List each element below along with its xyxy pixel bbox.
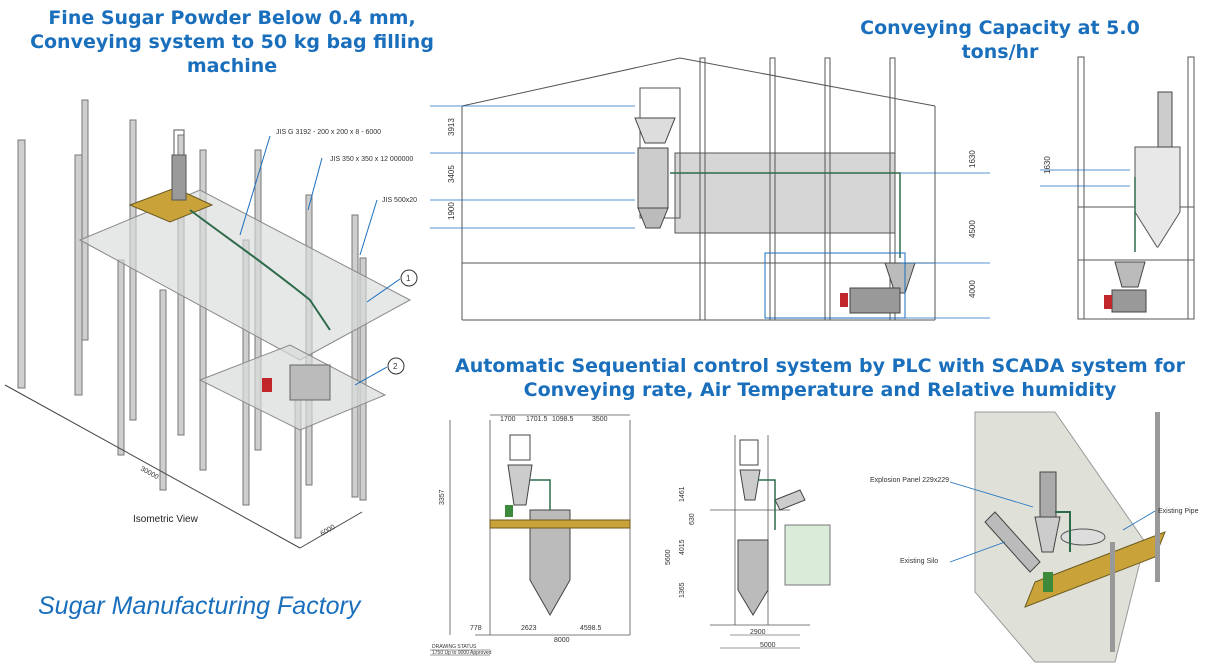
dim-630: 630 [689,513,696,525]
label-existing-pipe: Existing Pipe [1158,508,1199,515]
title-block-status: DRAWING STATUS [432,644,477,650]
dim-1701: 1701.5 [526,416,548,423]
dim-length: 30000 [139,466,160,482]
title-block-approved: Approved [470,650,492,656]
footer-caption: Sugar Manufacturing Factory [38,592,361,620]
dim-1630-side: 1630 [1043,156,1052,174]
isometric-view-caption: Isometric View [133,514,198,525]
dim-1900: 1900 [447,202,456,220]
dim-1098: 1098.5 [552,416,574,423]
callout-jis-500: JIS 500x20 [382,197,417,204]
dim-4000: 4000 [968,280,977,298]
title-middle: Automatic Sequential control system by P… [455,355,1185,401]
detail-front-drawing [430,414,631,656]
dim-1700: 1700 [500,416,516,423]
marker-1: 1 [406,274,411,283]
isometric-labels: JIS G 3192 - 200 x 200 x 8 - 6000 JIS 35… [139,129,417,538]
detail-3d-drawing [949,411,1166,663]
dim-1365: 1365 [679,582,686,598]
detail-3d-labels: Explosion Panel 229x229 Existing Pipe Ex… [870,477,1199,565]
dim-width: 6000 [320,524,337,538]
dim-2900: 2900 [750,629,766,636]
dim-778: 778 [470,625,482,632]
isometric-view-drawing [4,99,418,549]
detail-front-dims: 1700 1701.5 1098.5 3500 3357 778 2623 45… [432,416,608,656]
marker-2: 2 [393,362,398,371]
dim-5600: 5600 [665,549,672,565]
dim-3500: 3500 [592,416,608,423]
dim-2623: 2623 [521,625,537,632]
label-existing-silo: Existing Silo [900,558,938,565]
dim-3913: 3913 [447,118,456,136]
label-explosion-panel: Explosion Panel 229x229 [870,477,949,484]
callout-jis-3192: JIS G 3192 - 200 x 200 x 8 - 6000 [276,129,381,136]
dim-3357: 3357 [439,489,446,505]
detail-side-dims: 1461 630 4015 5600 1365 2900 5000 [665,486,776,649]
side-elevation-dims: 1630 [1043,156,1052,174]
dim-1630-front: 1630 [968,150,977,168]
dim-8000: 8000 [554,637,570,644]
dim-4598: 4598.5 [580,625,602,632]
dim-4015: 4015 [679,539,686,555]
dim-4500: 4500 [968,220,977,238]
title-block-range: 1750 Up to 9000 [432,650,469,656]
front-elevation-dims: 3913 3405 1900 1630 4500 4000 [447,118,977,298]
dim-5000: 5000 [760,642,776,649]
side-elevation-drawing [1040,56,1195,320]
callout-jis-350: JIS 350 x 350 x 12 000000 [330,156,413,163]
title-top-left: Fine Sugar Powder Below 0.4 mm, Conveyin… [30,7,434,77]
detail-side-drawing [710,435,831,649]
title-top-right: Conveying Capacity at 5.0 tons/hr [860,17,1140,63]
dim-1461: 1461 [679,486,686,502]
front-elevation-drawing [430,57,990,321]
dim-3405: 3405 [447,165,456,183]
